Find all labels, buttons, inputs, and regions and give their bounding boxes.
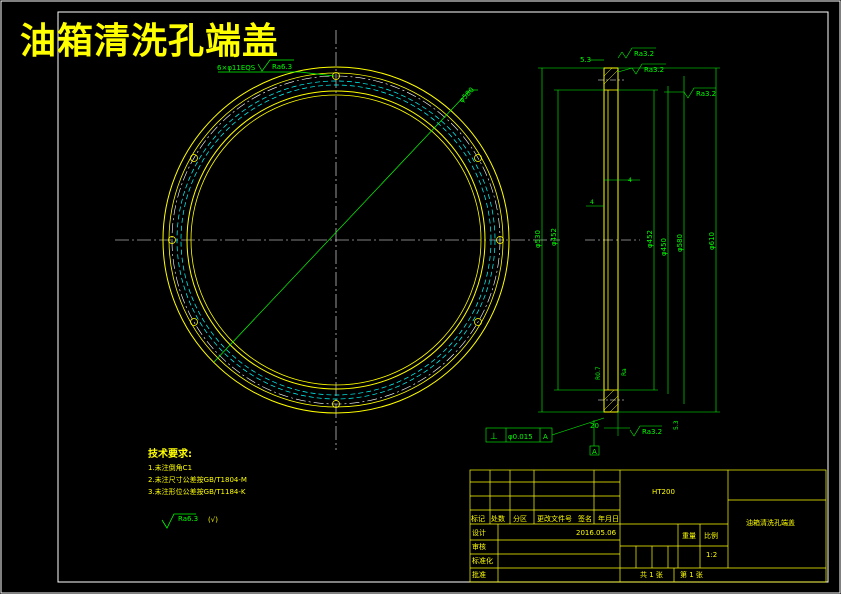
bolt-hole	[474, 154, 482, 162]
hidden-circle-2	[180, 84, 492, 396]
roughness-other-suffix: (√)	[208, 516, 218, 524]
scale-value: 1:2	[706, 551, 718, 559]
standard-label: 标准化	[472, 557, 493, 565]
design-label: 设计	[472, 529, 486, 537]
tech-heading: 技术要求:	[148, 449, 192, 460]
title-block	[469, 469, 827, 583]
bolt-circle	[171, 75, 501, 405]
bolt-hole	[496, 236, 504, 244]
section-view: φ530 φ452 φ452 φ450 φ580 φ610 5.3 Ra3.2 …	[485, 47, 720, 456]
dim-d610: φ610	[708, 232, 716, 250]
tb-row-label: 处数	[491, 515, 505, 523]
tb-row-label: 更改文件号	[537, 515, 572, 523]
datum-label: A	[592, 448, 597, 456]
tech-item: 3.未注形位公差按GB/T1184-K	[148, 488, 246, 496]
roughness-front: Ra6.3	[272, 63, 292, 71]
drawing-title: 油箱清洗孔端盖	[20, 21, 280, 62]
dim-d450: φ450	[660, 238, 668, 256]
gdt-datum: A	[543, 433, 548, 441]
gdt-value: φ0.015	[508, 433, 533, 441]
tb-row-label: 分区	[513, 515, 527, 523]
hatch-line	[603, 67, 613, 77]
tb-row-label: 签名	[578, 515, 592, 523]
tb-row-label: 标记	[471, 515, 485, 523]
sheet-number: 第 1 张	[680, 571, 703, 579]
roughness-3: Ra3.2	[696, 90, 716, 98]
material-label: HT200	[652, 488, 675, 496]
hatch-line	[603, 395, 619, 411]
dim-d580: φ580	[676, 234, 684, 252]
dim-d452-right: φ452	[646, 230, 654, 248]
small-dim-6: 5.3	[673, 420, 680, 430]
outer-circle-chamfer	[168, 72, 504, 408]
roughness-other-symbol	[161, 513, 196, 529]
inner-frame	[57, 11, 829, 583]
front-view: φ580 6×φ11EQS Ra6.3	[115, 30, 560, 450]
dim-d530: φ530	[534, 230, 542, 248]
tech-requirements: 技术要求: 1.未注倒角C1 2.未注尺寸公差按GB/T1804-M 3.未注形…	[148, 448, 247, 498]
roughness-4: Ra3.2	[642, 428, 662, 436]
inner-circle	[186, 90, 486, 390]
hatch-line	[609, 403, 619, 413]
gdt-symbol: ⊥	[490, 432, 498, 442]
roughness-2: Ra3.2	[644, 66, 664, 74]
roughness-symbol	[257, 59, 294, 72]
roughness-1: Ra3.2	[634, 50, 654, 58]
title-block-border	[469, 469, 827, 583]
diameter-leader	[213, 89, 471, 363]
dim-d452-left: φ452	[550, 228, 558, 246]
roughness-symbol	[683, 87, 716, 99]
datum-box	[589, 445, 600, 456]
roughness-symbols	[617, 47, 716, 437]
diameter-label: φ580	[458, 86, 476, 104]
bolt-hole	[474, 318, 482, 326]
inner-circle-chamfer	[190, 94, 482, 386]
diameter-dimensions	[538, 67, 720, 413]
sheets-total: 共 1 张	[640, 571, 663, 579]
bolt-hole	[190, 154, 198, 162]
thickness-label: 5.3	[580, 56, 591, 64]
roughness-check	[161, 513, 196, 529]
small-dim-5: 20	[590, 422, 599, 430]
small-dim-4: Ra	[621, 368, 628, 376]
gdt-leader	[551, 417, 605, 436]
hatch-line	[603, 69, 619, 85]
roughness-leader	[617, 51, 623, 59]
hole-callout-leader	[218, 71, 335, 77]
part-name: 油箱清洗孔端盖	[746, 519, 795, 527]
tech-item: 1.未注倒角C1	[148, 464, 193, 472]
hatch-line	[603, 389, 615, 401]
outer-circle	[162, 66, 510, 414]
bolt-hole	[190, 318, 198, 326]
roughness-symbol	[631, 63, 666, 75]
design-date: 2016.05.06	[576, 529, 617, 537]
roughness-other-value: Ra6.3	[178, 515, 199, 523]
tech-item: 2.未注尺寸公差按GB/T1804-M	[148, 476, 247, 484]
stage-label: 重量	[682, 532, 696, 540]
check-label: 审核	[472, 543, 486, 551]
tb-row-label: 年月日	[598, 515, 619, 523]
small-dim-2: 4	[590, 199, 594, 206]
approve-label: 批准	[472, 571, 486, 579]
bolt-hole	[168, 236, 176, 244]
roughness-symbol	[621, 47, 656, 59]
roughness-symbol	[629, 425, 662, 437]
scale-label: 比例	[704, 532, 718, 540]
hidden-circle-1	[176, 80, 496, 400]
small-dim-1: 4	[628, 177, 632, 184]
bolt-hole	[332, 400, 340, 408]
small-dim-3: R0.7	[595, 366, 602, 380]
hole-callout: 6×φ11EQS	[217, 64, 256, 72]
section-hatch	[603, 67, 619, 413]
roughness-leader	[617, 67, 633, 73]
